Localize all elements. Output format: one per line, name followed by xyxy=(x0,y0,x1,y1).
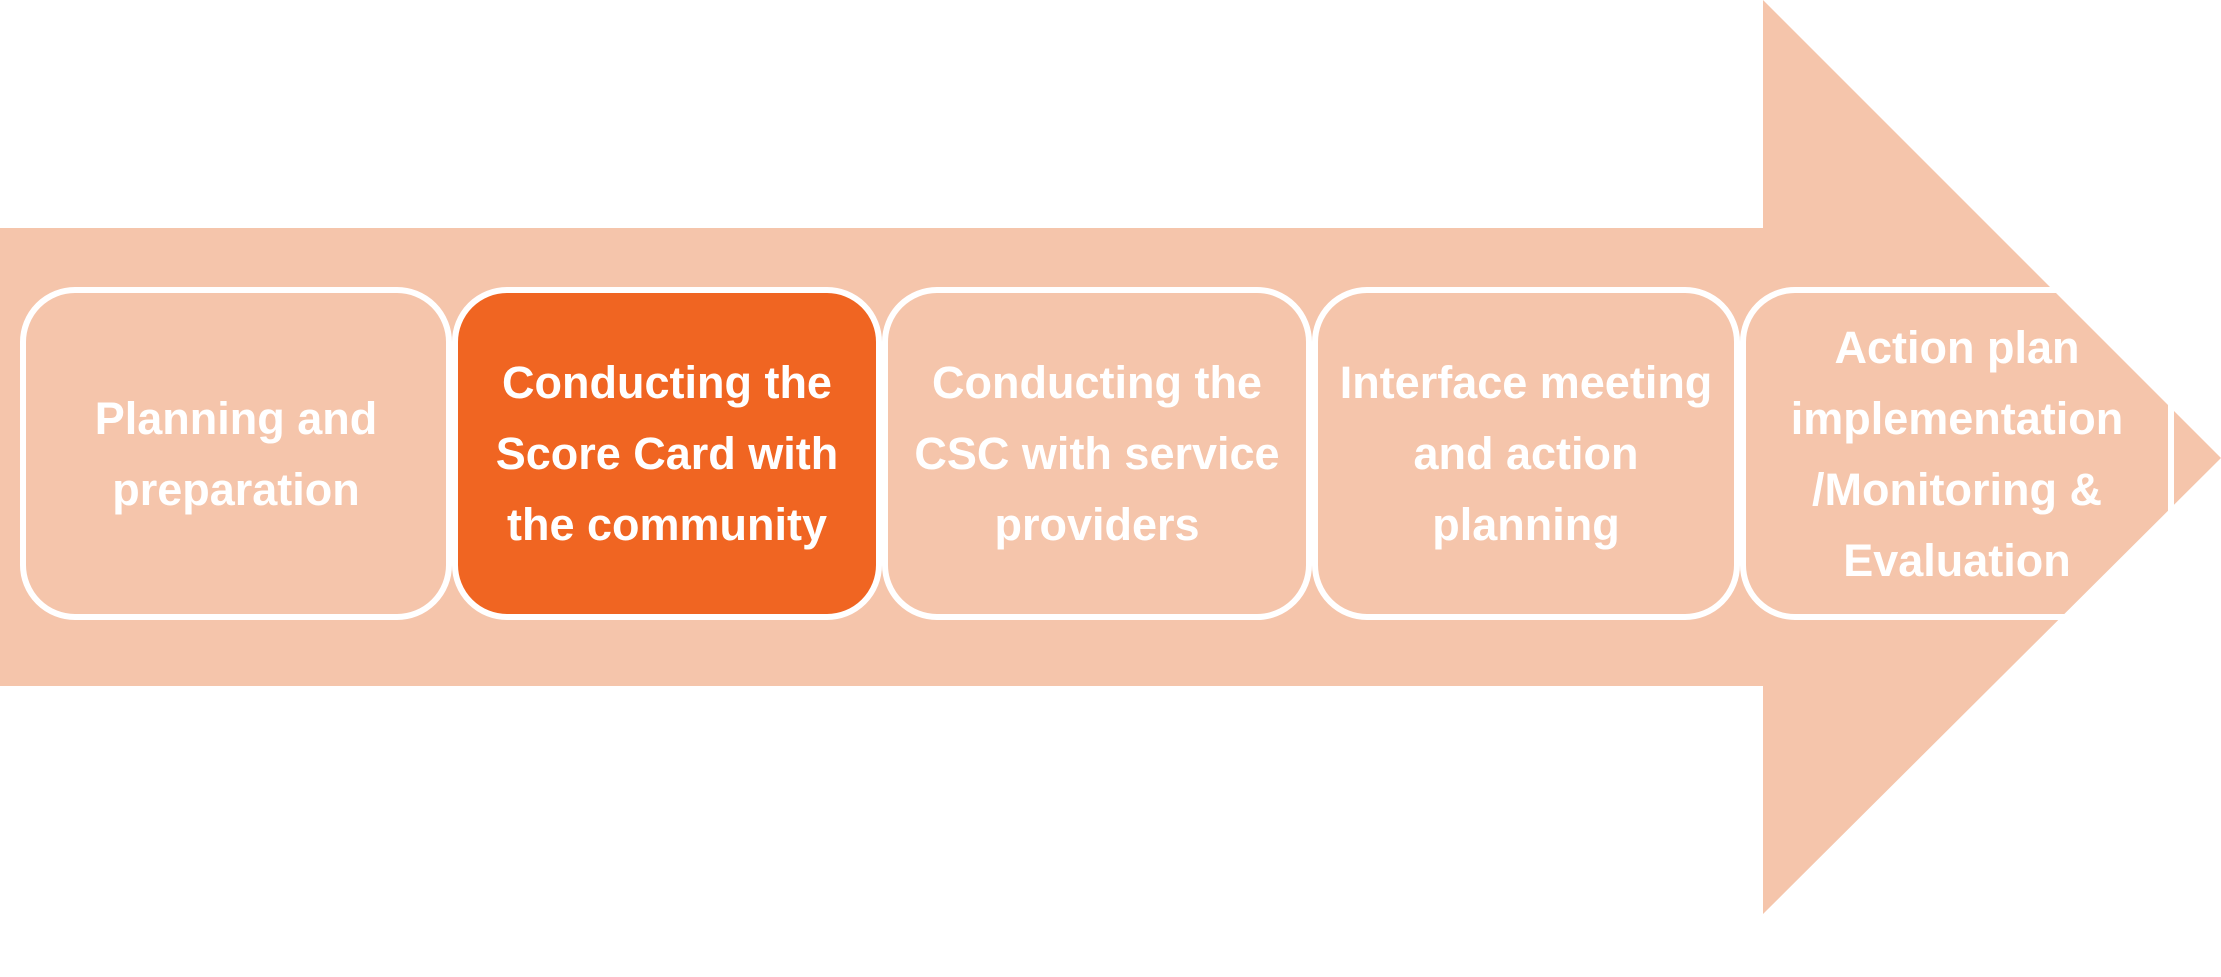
step-label: Conducting the CSC with service provider… xyxy=(914,357,1280,550)
step-planning: Planning and preparation xyxy=(20,287,452,620)
step-action-plan: Action plan implementation /Monitoring &… xyxy=(1740,287,2174,620)
step-label: Planning and preparation xyxy=(94,392,378,515)
step-conducting-community: Conducting the Score Card with the commu… xyxy=(452,287,882,620)
arrow-shape xyxy=(0,0,2221,914)
step-interface-meeting: Interface meeting and action planning xyxy=(1312,287,1740,620)
step-label: Action plan implementation /Monitoring &… xyxy=(1790,321,2124,586)
step-conducting-providers: Conducting the CSC with service provider… xyxy=(882,287,1312,620)
step-label: Interface meeting and action planning xyxy=(1339,357,1713,550)
step-label: Conducting the Score Card with the commu… xyxy=(495,357,839,550)
